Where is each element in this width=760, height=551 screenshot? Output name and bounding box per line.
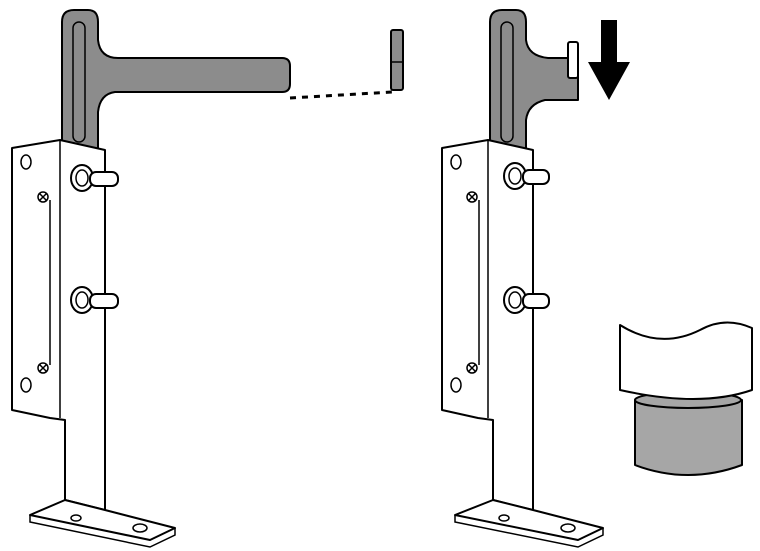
right-assembly — [441, 9, 630, 548]
left-gray-bracket — [61, 9, 291, 151]
arrow-down-icon — [588, 20, 630, 100]
left-foot — [29, 499, 176, 548]
left-guide-line — [289, 90, 393, 100]
right-bolt-lower — [503, 286, 550, 314]
right-bolt-upper — [503, 162, 550, 190]
pipe-cap — [619, 321, 753, 476]
right-foot — [454, 499, 604, 548]
left-clip — [390, 29, 404, 91]
left-bolt-lower — [70, 286, 119, 314]
left-assembly — [11, 9, 404, 548]
left-bolt-upper — [70, 164, 119, 192]
right-gray-bracket — [489, 9, 579, 151]
left-plate — [11, 139, 106, 511]
right-plate — [441, 139, 534, 511]
